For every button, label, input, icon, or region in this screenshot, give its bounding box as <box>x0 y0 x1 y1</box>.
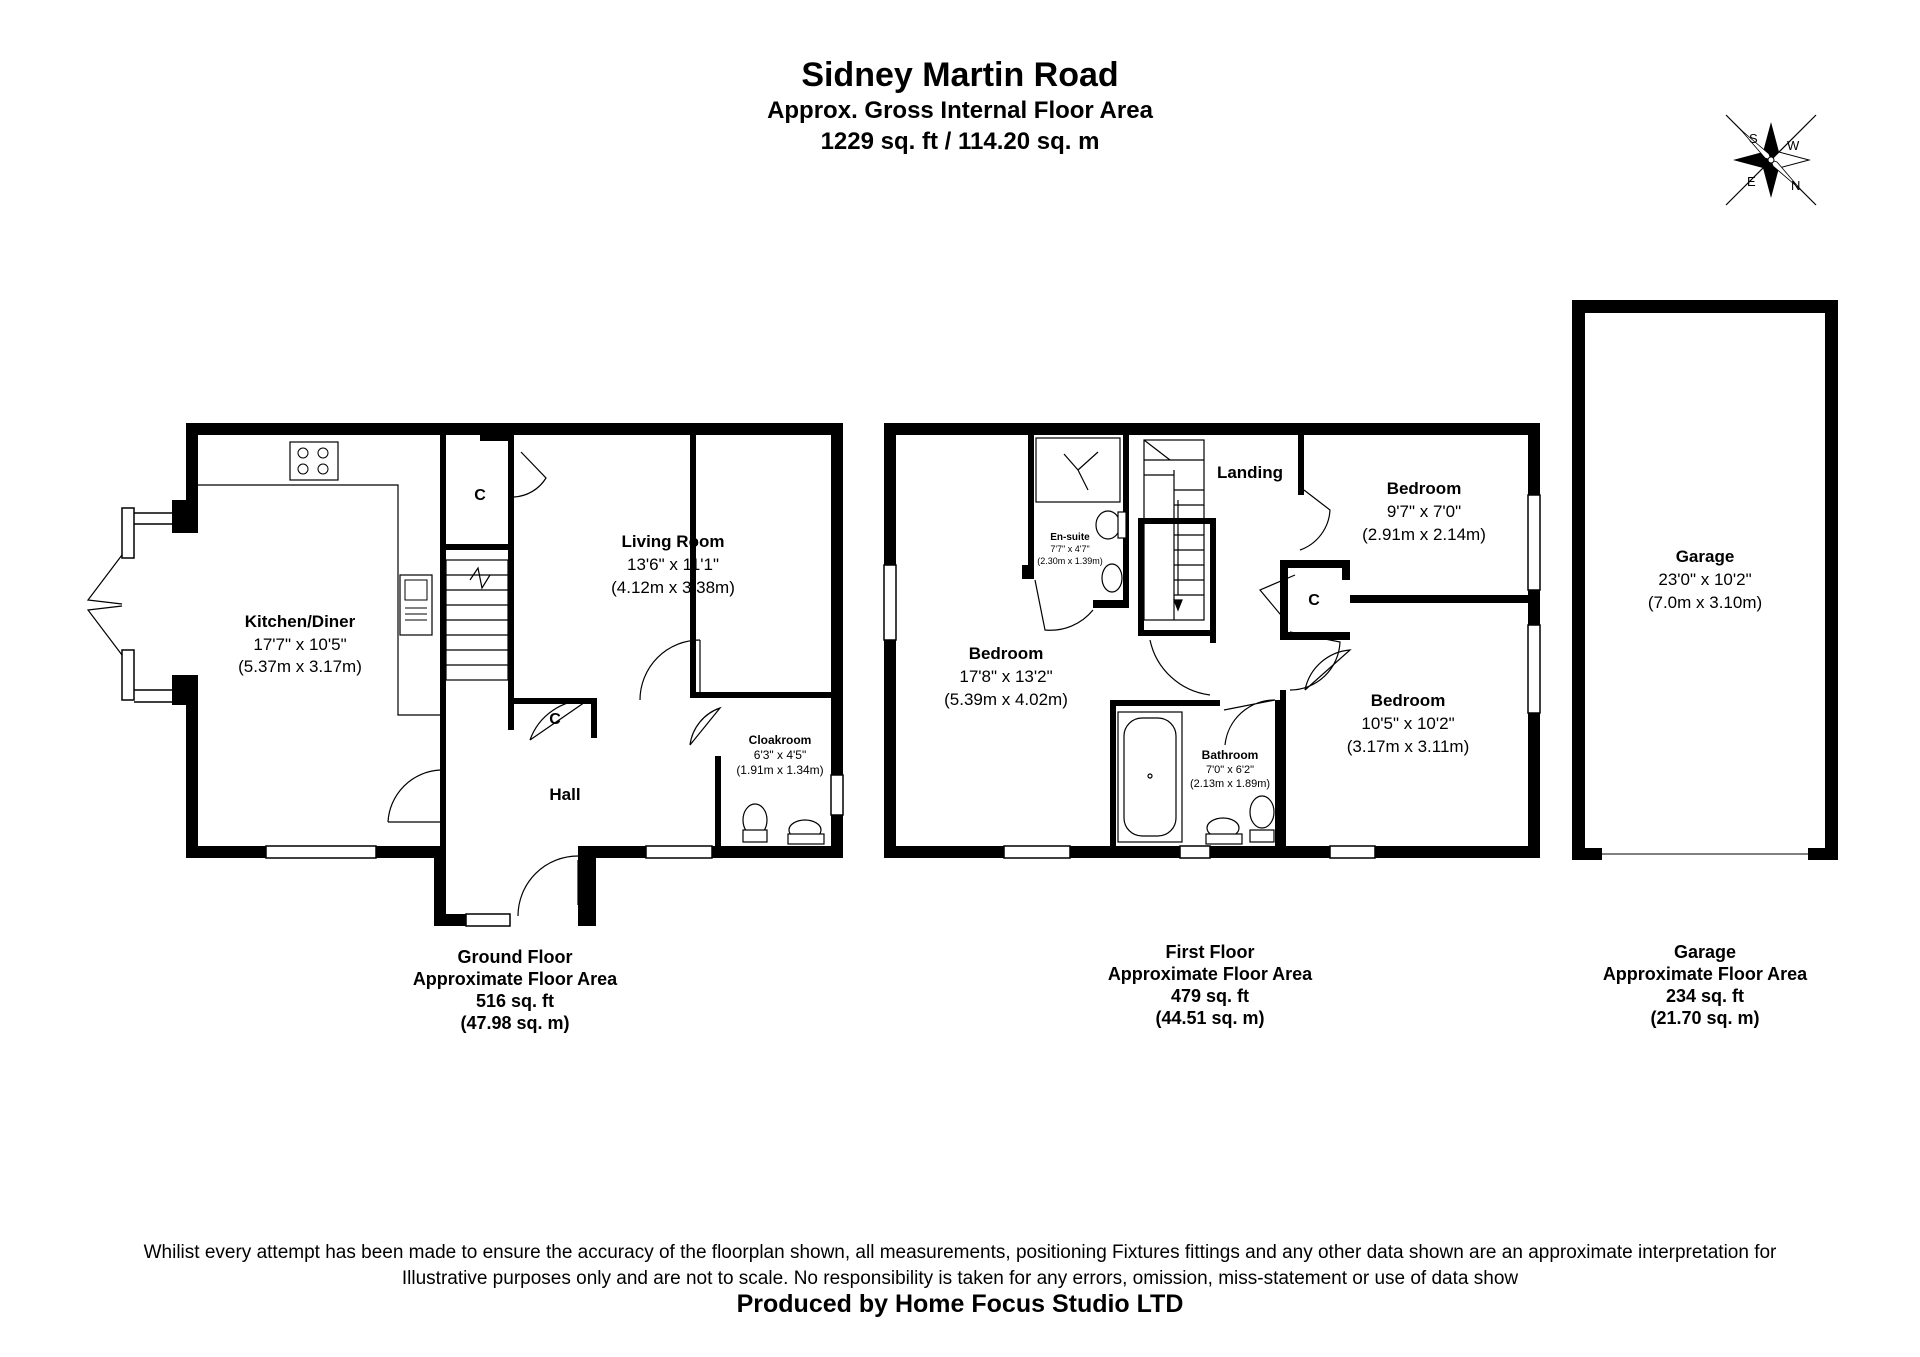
total-area: 1229 sq. ft / 114.20 sq. m <box>820 128 1100 155</box>
compass-icon: S W E N <box>1725 114 1817 206</box>
cloakroom-name: Cloakroom <box>749 733 812 747</box>
french-doors <box>86 554 123 656</box>
plan-subtitle: Approx. Gross Internal Floor Area <box>767 97 1153 124</box>
shower-tray-icon <box>1035 437 1121 503</box>
hob-icon <box>289 441 339 481</box>
bedroom1-name: Bedroom <box>969 644 1044 663</box>
living-metric: (4.12m x 3.38m) <box>611 578 735 597</box>
cloakroom-imperial: 6'3" x 4'5" <box>754 748 806 762</box>
ground-floor-windows <box>121 507 844 927</box>
ensuite-imperial: 7'7" x 4'7" <box>1050 544 1089 554</box>
living-imperial: 13'6" x 11'1" <box>627 555 719 574</box>
ground-floor-staircase <box>445 559 509 681</box>
bathroom-metric: (2.13m x 1.89m) <box>1190 778 1270 790</box>
disclaimer-line-2: Illustrative purposes only and are not t… <box>401 1268 1519 1289</box>
bedroom3-imperial: 10'5" x 10'2" <box>1361 714 1454 733</box>
sink-icon <box>399 574 433 636</box>
ensuite-name: En-suite <box>1050 532 1090 543</box>
first-floor-name: First Floor <box>1165 942 1255 962</box>
cloakroom-fixtures <box>742 803 825 845</box>
cupboard-label-ground-1: C <box>474 487 486 504</box>
living-name: Living Room <box>622 532 725 551</box>
bath-icon <box>1117 711 1183 843</box>
bedroom2-metric: (2.91m x 2.14m) <box>1362 525 1486 544</box>
first-floor-windows <box>883 494 1541 859</box>
kitchen-worktop <box>198 484 440 716</box>
hall-name: Hall <box>549 785 580 804</box>
bedroom1-imperial: 17'8" x 13'2" <box>959 667 1052 686</box>
compass-letter-n: N <box>1791 178 1800 193</box>
ground-floor-area-label: Approximate Floor Area <box>412 969 618 989</box>
first-floor-walls <box>884 423 1540 858</box>
garage-floor-name: Garage <box>1673 942 1737 962</box>
ground-floor-plan: Kitchen/Diner 17'7" x 10'5" (5.37m x 3.1… <box>86 423 844 927</box>
first-floor-area-label: Approximate Floor Area <box>1107 964 1313 984</box>
ground-floor-caption: Ground Floor Approximate Floor Area 516 … <box>345 946 685 1034</box>
disclaimer: Whilist every attempt has been made to e… <box>40 1240 1880 1292</box>
producer-credit: Produced by Home Focus Studio LTD <box>736 1290 1184 1318</box>
first-floor-staircase <box>1143 439 1205 621</box>
first-floor-plan: Bedroom 17'8" x 13'2" (5.39m x 4.02m) En… <box>883 423 1541 859</box>
garage-walls <box>1572 300 1838 860</box>
garage-name: Garage <box>1676 547 1735 566</box>
ground-floor-sqft: 516 sq. ft <box>475 991 555 1011</box>
ground-floor-name: Ground Floor <box>457 947 573 967</box>
ground-floor-walls <box>172 423 843 926</box>
plan-title: Sidney Martin Road <box>801 56 1119 94</box>
bedroom2-imperial: 9'7" x 7'0" <box>1387 502 1461 521</box>
garage-plan: Garage 23'0" x 10'2" (7.0m x 3.10m) <box>1572 300 1838 860</box>
garage-sqft: 234 sq. ft <box>1665 986 1745 1006</box>
bedroom1-metric: (5.39m x 4.02m) <box>944 690 1068 709</box>
bathroom-name: Bathroom <box>1202 748 1259 762</box>
landing-name: Landing <box>1217 463 1283 482</box>
garage-caption: Garage Approximate Floor Area 234 sq. ft… <box>1535 941 1875 1029</box>
ensuite-metric: (2.30m x 1.39m) <box>1037 556 1103 566</box>
garage-area-label: Approximate Floor Area <box>1602 964 1808 984</box>
cloakroom-metric: (1.91m x 1.34m) <box>736 763 823 777</box>
kitchen-name: Kitchen/Diner <box>245 612 356 631</box>
compass-letter-e: E <box>1747 174 1756 189</box>
garage-metric: (7.0m x 3.10m) <box>1648 593 1762 612</box>
compass-letter-s: S <box>1749 131 1758 146</box>
bedroom3-metric: (3.17m x 3.11m) <box>1347 737 1470 756</box>
ground-floor-sqm: (47.98 sq. m) <box>460 1013 570 1033</box>
first-floor-door-swings <box>1034 489 1352 746</box>
first-floor-sqm: (44.51 sq. m) <box>1155 1008 1265 1028</box>
garage-sqm: (21.70 sq. m) <box>1650 1008 1760 1028</box>
cupboard-label-ground-2: C <box>549 711 561 728</box>
kitchen-imperial: 17'7" x 10'5" <box>253 635 346 654</box>
cupboard-label-first: C <box>1308 592 1320 609</box>
garage-imperial: 23'0" x 10'2" <box>1658 570 1751 589</box>
bedroom3-name: Bedroom <box>1371 691 1446 710</box>
disclaimer-line-1: Whilist every attempt has been made to e… <box>143 1242 1777 1263</box>
bedroom2-name: Bedroom <box>1387 479 1462 498</box>
kitchen-metric: (5.37m x 3.17m) <box>238 657 362 676</box>
ensuite-fixtures <box>1095 510 1127 593</box>
ground-floor-door-swings <box>387 451 722 917</box>
first-floor-caption: First Floor Approximate Floor Area 479 s… <box>1040 941 1380 1029</box>
bathroom-imperial: 7'0" x 6'2" <box>1206 764 1254 776</box>
first-floor-sqft: 479 sq. ft <box>1170 986 1250 1006</box>
compass-letter-w: W <box>1787 138 1800 153</box>
bathroom-fixtures <box>1205 795 1275 845</box>
